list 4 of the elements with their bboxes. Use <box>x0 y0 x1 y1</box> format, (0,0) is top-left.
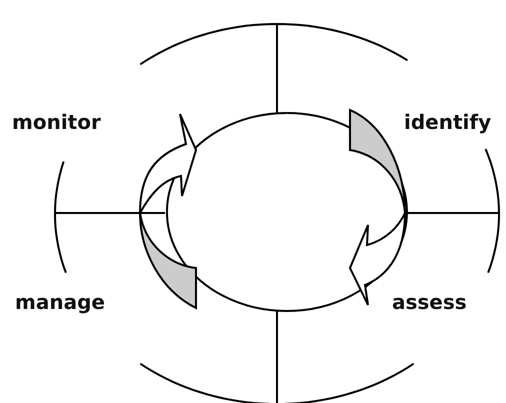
quadrant-label: assess <box>392 290 467 314</box>
quadrant-label: manage <box>15 290 105 314</box>
quadrant-label: monitor <box>12 110 101 134</box>
quadrant-label: identify <box>404 110 492 134</box>
